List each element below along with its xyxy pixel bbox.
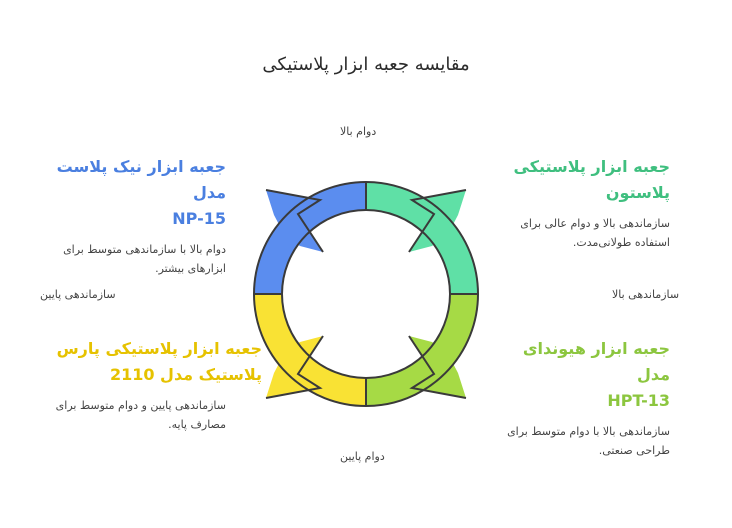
quadrant-top-left: جعبه ابزار نیک پلاست مدل NP-15 دوام بالا… — [40, 154, 226, 278]
quadrant-bottom-right-title-line2: HPT-13 — [607, 391, 670, 410]
quadrant-bottom-right-desc-line1: سازماندهی بالا با دوام متوسط برای — [507, 425, 670, 438]
quadrant-top-left-title-line2: NP-15 — [172, 209, 226, 228]
arrow-head-top-right — [409, 190, 466, 252]
axis-label-right: سازماندهی بالا — [612, 288, 680, 301]
quadrant-bottom-right-desc-line2: طراحی صنعتی. — [598, 444, 670, 457]
quadrant-top-left-title-line1: جعبه ابزار نیک پلاست مدل — [56, 157, 226, 202]
ring-segment-bottom-right — [366, 294, 478, 407]
quadrant-top-right-title-line2: پلاستون — [605, 183, 670, 202]
quadrant-bottom-left-title-line1: جعبه ابزار پلاستیکی پارس — [56, 339, 262, 358]
arrow-head-bottom-left — [266, 336, 323, 398]
quadrant-bottom-left-desc-line1: سازماندهی پایین و دوام متوسط برای — [55, 399, 226, 412]
quadrant-top-left-desc-line1: دوام بالا با سازماندهی متوسط برای — [63, 243, 226, 256]
axis-label-left: سازماندهی پایین — [40, 288, 116, 301]
quadrant-bottom-left-title-line2: پلاستیک مدل 2110 — [109, 365, 262, 384]
ring-segment-top-left — [253, 182, 366, 294]
quadrant-bottom-left-desc-line2: مصارف پایه. — [168, 418, 226, 431]
quadrant-bottom-left: جعبه ابزار پلاستیکی پارس پلاستیک مدل 211… — [40, 336, 262, 434]
page-title: مقایسه جعبه ابزار پلاستیکی — [262, 54, 470, 75]
quadrant-top-right-desc-line2: استفاده طولانی‌مدت. — [572, 236, 670, 249]
quadrant-top-right-desc-line1: سازماندهی بالا و دوام عالی برای — [520, 217, 670, 230]
quadrant-bottom-right: جعبه ابزار هیوندای مدل HPT-13 سازماندهی … — [486, 336, 670, 460]
quadrant-top-right: جعبه ابزار پلاستیکی پلاستون سازماندهی با… — [486, 154, 670, 252]
axis-label-top: دوام بالا — [340, 125, 377, 138]
arrow-head-top-left — [266, 190, 323, 252]
ring-segment-bottom-left — [253, 294, 366, 407]
arrow-head-bottom-right — [409, 336, 466, 398]
axis-label-bottom: دوام پایین — [340, 450, 385, 463]
quadrant-top-right-title-line1: جعبه ابزار پلاستیکی — [513, 157, 670, 176]
ring-outline — [253, 181, 479, 407]
ring-segment-top-right — [366, 182, 478, 294]
quadrant-bottom-right-title-line1: جعبه ابزار هیوندای مدل — [522, 339, 670, 384]
quadrant-top-left-desc-line2: ابزارهای بیشتر. — [155, 262, 226, 275]
